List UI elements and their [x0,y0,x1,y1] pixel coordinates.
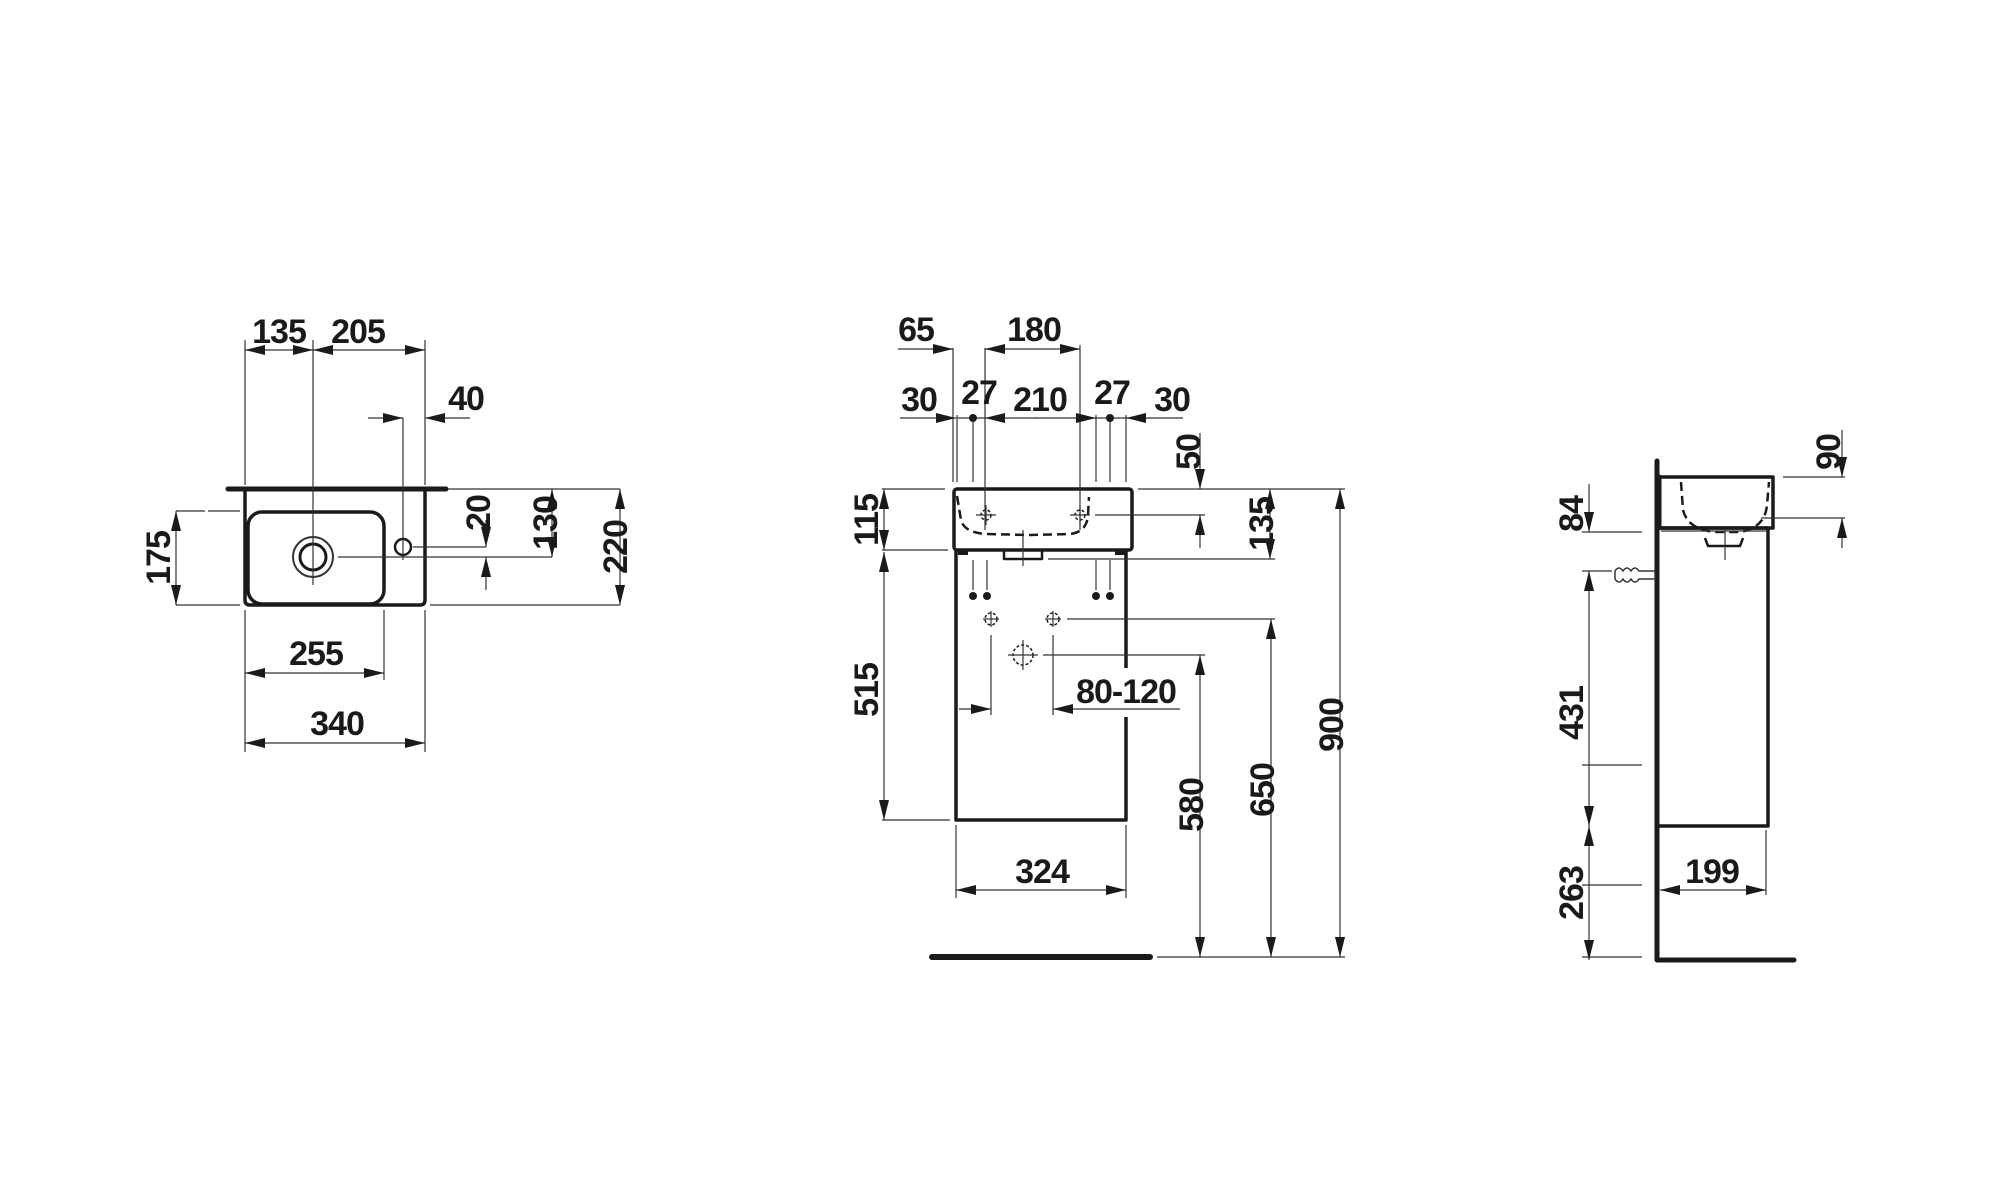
dim-hole-span: 210 [1013,381,1067,419]
front-view: 65 180 30 27 210 27 30 50 135 115 515 80… [848,311,1351,960]
dim-drain-from-left: 135 [252,313,306,351]
basin-side-outline [1659,475,1775,530]
waste-outlet-icon [1008,640,1038,670]
basin-front-outline [952,487,1134,552]
dim-hole-right: 27 [1094,374,1130,412]
dim-cabinet-depth: 199 [1685,853,1739,891]
dim-top-height: 900 [1313,698,1351,752]
dim-drain-from-wall: 130 [527,496,565,550]
dim-edge-right: 30 [1154,381,1190,419]
fixing-point [969,592,977,600]
dim-taphole-offset: 20 [460,495,498,531]
dim-drain-height: 135 [1243,497,1281,551]
supply-right-icon [1045,611,1061,627]
waste-outlet [1703,537,1745,548]
cabinet-front-outline [954,550,1128,822]
tap-hole-left-icon [976,505,996,525]
dim-cabinet-height: 515 [848,663,886,717]
wall-and-floor [1654,458,1797,963]
dim-rim-depth: 90 [1810,434,1848,470]
dim-width-total: 340 [310,705,364,743]
dim-hole-left: 27 [961,374,997,412]
bowl-hidden-line [1679,481,1771,534]
dim-edge-left: 30 [901,381,937,419]
wall-plug-icon [1614,567,1656,583]
dim-cabinet-height-side: 431 [1553,686,1591,740]
supply-left-icon [983,611,999,627]
cabinet-side-outline [1659,526,1770,828]
dim-depth-total: 220 [597,520,635,574]
basin-bowl-outline [246,510,386,606]
top-view: 135 205 40 20 130 220 175 255 340 [140,313,635,752]
side-view: 90 84 431 263 199 [1553,430,1848,963]
dim-overflow-depth: 50 [1170,434,1208,470]
fixing-point [1106,592,1114,600]
fixing-point [1092,592,1100,600]
dim-basin-width: 255 [289,635,343,673]
dim-cabinet-width: 324 [1015,853,1070,891]
dim-drain-to-right: 205 [331,313,385,351]
dim-outlet-height: 580 [1173,778,1211,832]
dim-fixing-offset: 84 [1553,495,1591,532]
dim-fixing-span: 180 [1007,311,1061,349]
dim-floor-clearance: 263 [1553,866,1591,920]
dim-basin-height: 115 [848,494,886,546]
fixing-point [983,592,991,600]
dim-taphole-from-right: 40 [448,380,484,418]
dim-left-offset: 65 [898,311,934,349]
bowl-hidden-line [955,495,1091,537]
dim-basin-depth: 175 [140,531,178,585]
basin-body-outline [243,489,427,607]
dim-supply-height: 650 [1244,763,1282,817]
dim-supply-spacing: 80-120 [1076,673,1176,711]
